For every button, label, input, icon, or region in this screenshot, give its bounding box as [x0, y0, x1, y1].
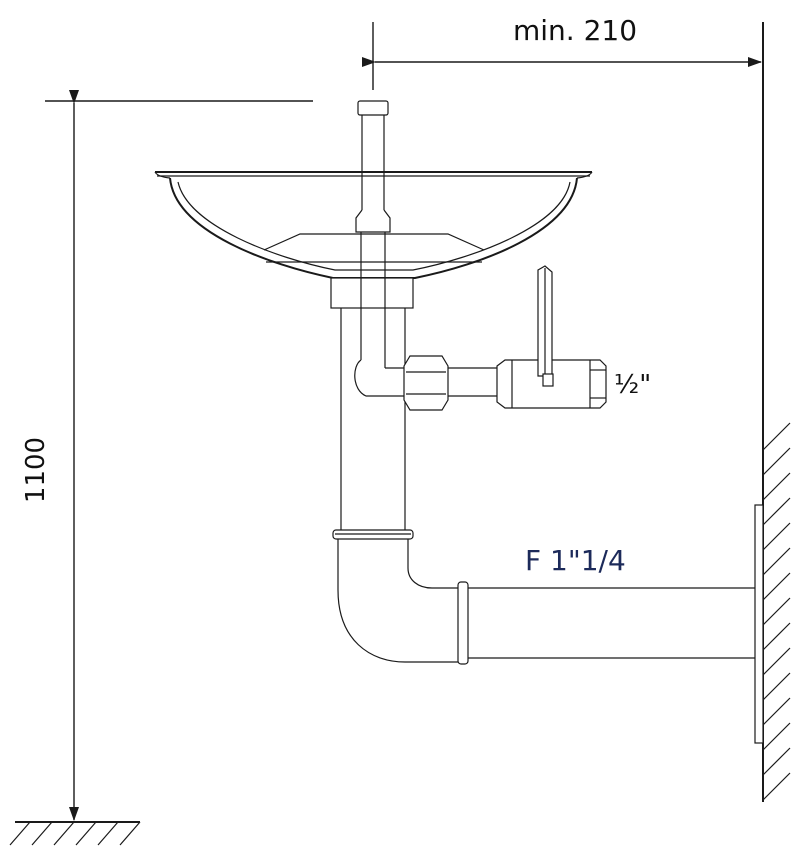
drain-bend: [337, 504, 764, 744]
ball-valve: [496, 265, 607, 409]
waste-pipe: [330, 277, 414, 540]
supply-tube: [354, 100, 500, 411]
drain-thread-label: F 1"1/4: [525, 544, 626, 577]
width-dimension: min. 210: [362, 14, 762, 90]
width-dimension-label: min. 210: [513, 14, 637, 47]
valve-thread-text: ½": [614, 370, 651, 400]
basin: [154, 171, 593, 279]
height-dimension-label: 1100: [21, 437, 51, 503]
valve-handle: [537, 265, 554, 387]
height-dimension: 1100: [21, 90, 313, 821]
floor: [9, 821, 141, 846]
wall: [762, 22, 791, 802]
valve-thread-label: ½": [614, 370, 651, 400]
wall-hatching: [762, 422, 791, 801]
